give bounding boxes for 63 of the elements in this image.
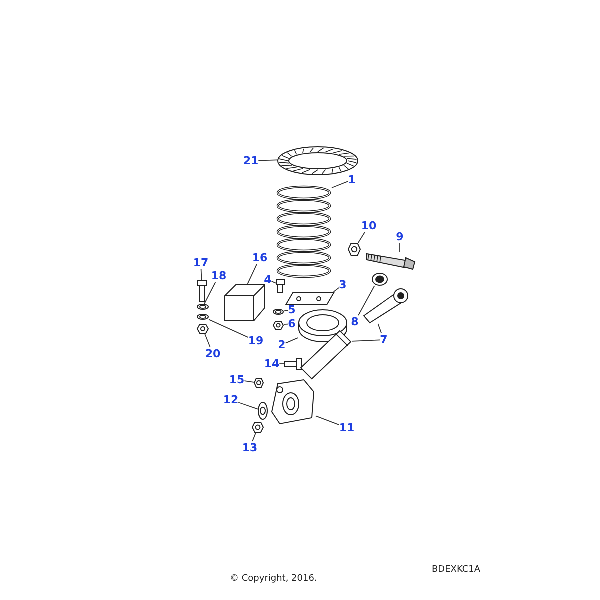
callout-number: 18 (211, 270, 227, 282)
leader-line (358, 286, 376, 316)
leader-line (378, 324, 382, 334)
leader-line (358, 232, 366, 244)
coil-spring-drawing (276, 186, 332, 278)
washer-drawing (273, 309, 284, 315)
nut-drawing (197, 324, 209, 334)
washer-drawing (197, 314, 209, 320)
axle-bracket-drawing (270, 378, 316, 426)
leader-line (252, 432, 256, 442)
leader-line (284, 310, 289, 312)
callout-number: 15 (229, 374, 245, 386)
callout-number: 5 (288, 304, 296, 316)
leader-line (271, 281, 276, 284)
washer-drawing (258, 402, 268, 420)
bolt-drawing (197, 280, 207, 302)
leader-line (204, 282, 216, 304)
leader-line (204, 334, 211, 348)
leader-line (208, 319, 249, 338)
callout-number: 8 (351, 316, 359, 328)
callout-number: 21 (243, 154, 259, 168)
nut-drawing (254, 378, 264, 388)
drawing-code: BDEXKC1A (432, 565, 481, 575)
callout-number: 20 (205, 348, 221, 360)
copyright-note: © Copyright, 2016. (230, 574, 318, 584)
bolt-drawing (276, 279, 285, 293)
callout-number: 4 (264, 274, 272, 286)
callout-number: 1 (348, 174, 356, 186)
leader-line (247, 264, 258, 284)
washer-drawing (197, 304, 209, 310)
bolt-drawing (284, 358, 302, 370)
leader-line (258, 160, 278, 162)
mounting-block-drawing (224, 284, 266, 322)
callout-number: 2 (278, 338, 286, 352)
callout-number: 19 (248, 334, 264, 348)
callout-number: 13 (242, 442, 258, 454)
callout-number: 9 (396, 230, 404, 244)
leader-line (284, 324, 289, 326)
bump-stop-ring-drawing (277, 146, 359, 176)
callout-number: 7 (380, 334, 388, 346)
leader-line (200, 269, 202, 280)
callout-number: 16 (252, 252, 268, 264)
callout-number: 6 (288, 318, 296, 330)
leader-line (332, 181, 349, 188)
shock-absorber-drawing (363, 288, 409, 324)
leader-line (285, 338, 298, 344)
callout-number: 11 (339, 422, 355, 434)
callout-number: 10 (361, 220, 377, 232)
callout-number: 12 (223, 394, 239, 406)
callout-number: 14 (264, 358, 280, 370)
bolt-drawing (366, 252, 416, 270)
leader-line (333, 287, 340, 292)
bush-drawing (372, 273, 388, 286)
leader-line (316, 416, 340, 426)
leader-line (244, 380, 254, 383)
callout-number: 17 (193, 256, 209, 270)
nut-drawing (348, 243, 361, 256)
nut-drawing (273, 321, 284, 330)
bracket-drawing (285, 292, 335, 306)
callout-number: 3 (339, 278, 347, 292)
leader-line (352, 340, 381, 342)
leader-line (238, 402, 258, 410)
nut-drawing (252, 422, 264, 433)
